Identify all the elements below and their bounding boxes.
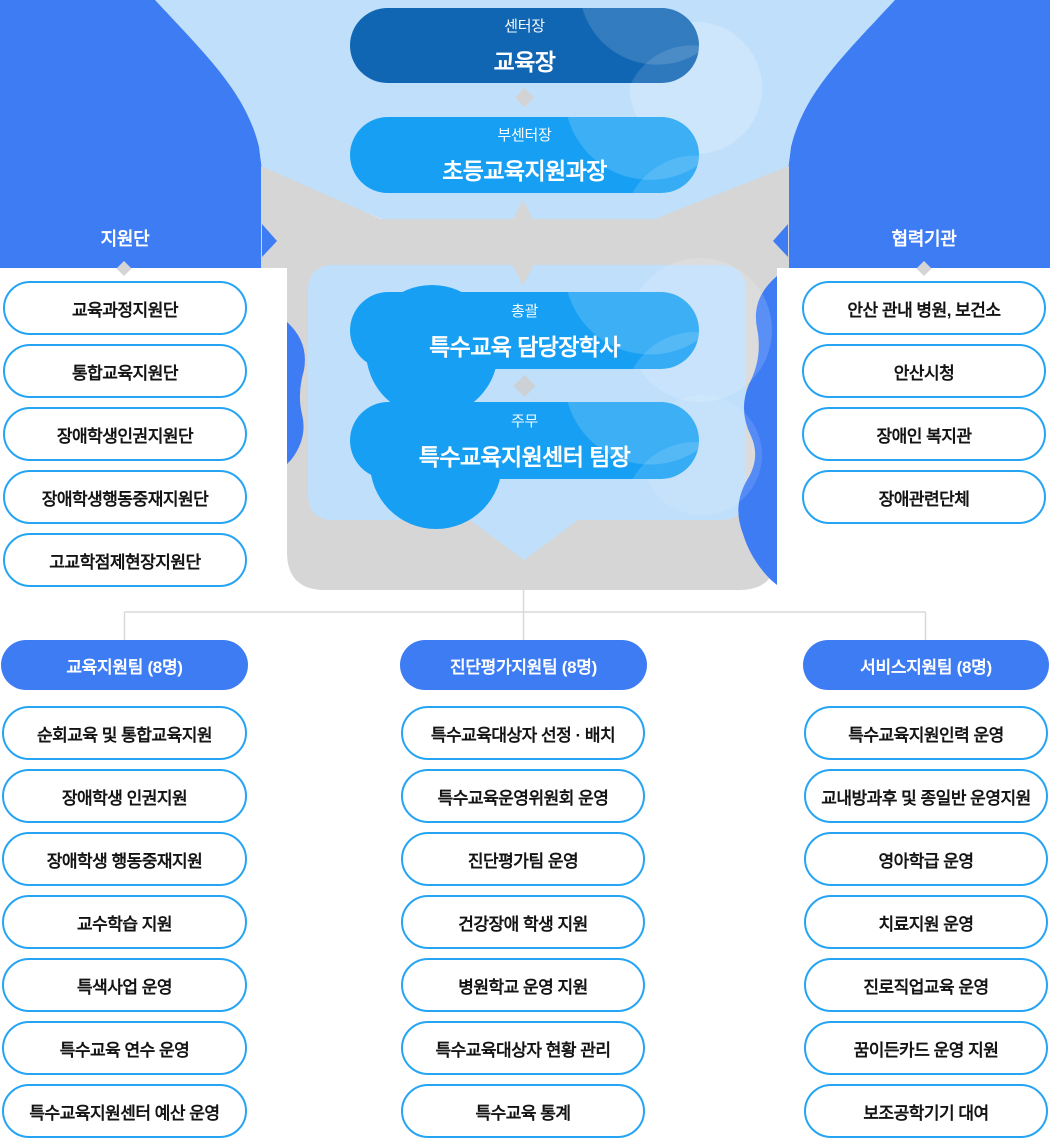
supervisor-title: 특수교육 담당장학사 bbox=[429, 333, 620, 360]
team-item: 보조공학기기 대여 bbox=[804, 1084, 1048, 1138]
team-item: 영아학급 운영 bbox=[804, 832, 1048, 886]
right-wave-strip bbox=[738, 276, 777, 585]
deputy-head-role: 부센터장 bbox=[497, 127, 552, 144]
support-group-item: 고교학점제현장지원단 bbox=[3, 533, 247, 587]
team-item: 특색사업 운영 bbox=[2, 958, 247, 1012]
diamond-connector bbox=[116, 261, 132, 276]
support-group-item: 통합교육지원단 bbox=[3, 344, 247, 398]
team-item: 교내방과후 및 종일반 운영지원 bbox=[804, 769, 1048, 823]
team-header-evaluation: 진단평가지원팀 (8명) bbox=[400, 640, 647, 690]
left-panel-notch bbox=[262, 224, 277, 257]
center-head-title: 교육장 bbox=[493, 48, 556, 75]
team-header-service: 서비스지원팀 (8명) bbox=[803, 640, 1049, 690]
diamond-connector bbox=[916, 261, 932, 276]
manager-title: 특수교육지원센터 팀장 bbox=[418, 443, 631, 470]
deputy-head-title: 초등교육지원과장 bbox=[442, 158, 607, 184]
partner-group-item: 안산시청 bbox=[802, 344, 1046, 398]
team-header-education: 교육지원팀 (8명) bbox=[1, 640, 248, 690]
partner-group-item: 장애관련단체 bbox=[802, 470, 1046, 524]
partner-group-item: 안산 관내 병원, 보건소 bbox=[802, 281, 1046, 335]
team-item: 진단평가팀 운영 bbox=[401, 832, 645, 886]
supervisor-card: 총괄 특수교육 담당장학사 bbox=[350, 292, 699, 369]
team-item: 병원학교 운영 지원 bbox=[401, 958, 645, 1012]
team-connector-lines bbox=[123, 590, 927, 641]
diamond-connector bbox=[513, 375, 536, 397]
manager-role: 주무 bbox=[510, 412, 538, 430]
supervisor-role: 총괄 bbox=[510, 302, 538, 320]
left-wave-strip bbox=[287, 322, 305, 464]
team-item: 진로직업교육 운영 bbox=[804, 958, 1048, 1012]
partner-group-label: 협력기관 bbox=[891, 229, 957, 249]
top-blob-shape bbox=[155, 0, 895, 219]
support-group-item: 교육과정지원단 bbox=[3, 281, 247, 335]
team-item: 특수교육지원인력 운영 bbox=[804, 706, 1048, 760]
team-item: 특수교육대상자 현황 관리 bbox=[401, 1021, 645, 1075]
team-item: 특수교육 통계 bbox=[401, 1084, 645, 1138]
junction-diamond bbox=[501, 200, 545, 286]
partner-group-item: 장애인 복지관 bbox=[802, 407, 1046, 461]
team-item: 장애학생 인권지원 bbox=[2, 769, 247, 823]
support-group-label: 지원단 bbox=[100, 229, 150, 249]
team-item: 특수교육지원센터 예산 운영 bbox=[2, 1084, 247, 1138]
center-head-role: 센터장 bbox=[504, 17, 545, 35]
diamond-connector bbox=[515, 88, 534, 107]
team-item: 교수학습 지원 bbox=[2, 895, 247, 949]
center-head-card: 센터장 교육장 bbox=[350, 8, 699, 83]
right-panel-notch bbox=[773, 224, 788, 257]
team-item: 건강장애 학생 지원 bbox=[401, 895, 645, 949]
team-item: 장애학생 행동중재지원 bbox=[2, 832, 247, 886]
manager-card: 주무 특수교육지원센터 팀장 bbox=[350, 402, 699, 479]
team-item: 치료지원 운영 bbox=[804, 895, 1048, 949]
team-item: 특수교육대상자 선정 · 배치 bbox=[401, 706, 645, 760]
support-group-item: 장애학생행동중재지원단 bbox=[3, 470, 247, 524]
team-item: 특수교육운영위원회 운영 bbox=[401, 769, 645, 823]
left-panel-shape bbox=[0, 0, 262, 268]
support-group-item: 장애학생인권지원단 bbox=[3, 407, 247, 461]
team-item: 꿈이든카드 운영 지원 bbox=[804, 1021, 1048, 1075]
right-panel-shape bbox=[788, 0, 1050, 268]
team-item: 특수교육 연수 운영 bbox=[2, 1021, 247, 1075]
team-item: 순회교육 및 통합교육지원 bbox=[2, 706, 247, 760]
deputy-head-card: 부센터장 초등교육지원과장 bbox=[350, 117, 699, 193]
